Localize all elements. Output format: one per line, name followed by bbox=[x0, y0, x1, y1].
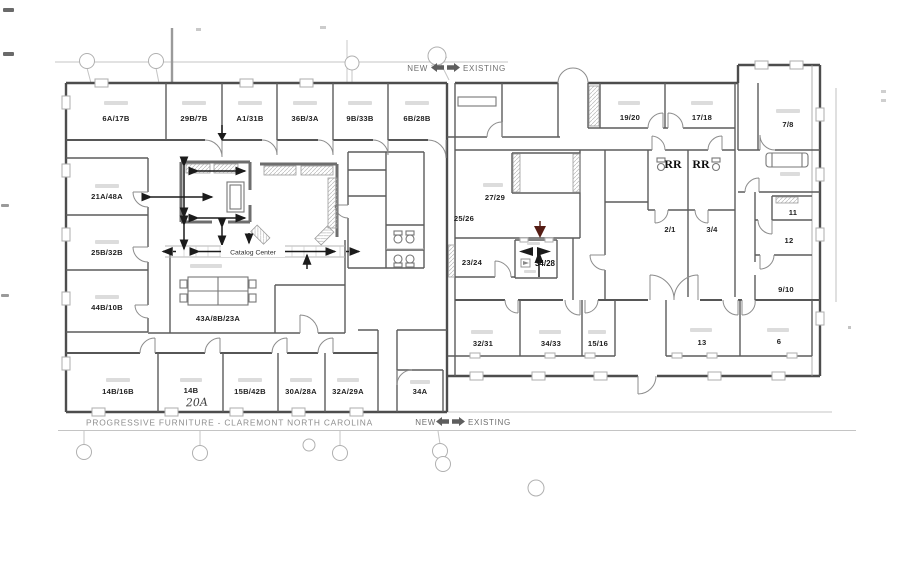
room-label-9b-33b: 9B/33B bbox=[346, 114, 374, 123]
room-label-34-33: 34/33 bbox=[541, 339, 561, 348]
room-label-9-10: 9/10 bbox=[778, 285, 794, 294]
room-label-43a-8b-23a: 43A/8B/23A bbox=[196, 314, 241, 323]
legend-bottom-existing: EXISTING bbox=[468, 418, 511, 427]
room-label-rr-2: RR bbox=[692, 157, 710, 171]
couch bbox=[765, 152, 809, 168]
room-label-27-29: 27/29 bbox=[485, 193, 505, 202]
room-label-12: 12 bbox=[785, 236, 794, 245]
location-marker bbox=[519, 221, 551, 277]
left-arrow-icon bbox=[436, 417, 449, 426]
window-ticks bbox=[61, 60, 825, 417]
room-label-23-24: 23/24 bbox=[462, 258, 483, 267]
room-label-6b-28b: 6B/28B bbox=[403, 114, 431, 123]
room-label-34a: 34A bbox=[413, 387, 428, 396]
room-label-32-31: 32/31 bbox=[473, 339, 494, 348]
conference-table bbox=[179, 276, 257, 306]
room-label-32a-29a: 32A/29A bbox=[332, 387, 364, 396]
room-label-19-20: 19/20 bbox=[620, 113, 640, 122]
door-arcs bbox=[132, 67, 776, 395]
room-label-15b-42b: 15B/42B bbox=[234, 387, 266, 396]
right-arrow-icon bbox=[452, 417, 465, 426]
legend-top-new: NEW bbox=[407, 64, 428, 73]
room-label-3-4: 3/4 bbox=[706, 225, 718, 234]
catalog-center-label: Catalog Center bbox=[230, 250, 276, 257]
red-flag-icon bbox=[534, 226, 546, 238]
legend-bottom-new: NEW bbox=[415, 418, 436, 427]
room-label-25b-32b: 25B/32B bbox=[91, 248, 123, 257]
room-labels: 6A/17B 29B/7B A1/31B 36B/3A 9B/33B 6B/28… bbox=[91, 113, 798, 410]
stamp-icon bbox=[520, 258, 531, 268]
legend-bottom: NEW EXISTING bbox=[415, 417, 511, 427]
room-label-13: 13 bbox=[698, 338, 707, 347]
existing-building-walls bbox=[447, 63, 837, 378]
grid-datum bbox=[55, 28, 856, 497]
restroom-fixtures bbox=[386, 157, 721, 268]
room-label-6: 6 bbox=[777, 337, 781, 346]
room-label-29b-7b: 29B/7B bbox=[180, 114, 208, 123]
office-shelf bbox=[457, 96, 497, 107]
display-table bbox=[226, 181, 245, 213]
scan-artifacts bbox=[1, 8, 886, 329]
room-label-15-16: 15/16 bbox=[588, 339, 608, 348]
room-label-44b-10b: 44B/10B bbox=[91, 303, 123, 312]
left-arrow-icon bbox=[431, 63, 444, 72]
entrance-arrow bbox=[217, 125, 227, 141]
faint-text-smudges bbox=[95, 101, 800, 384]
plan-title: PROGRESSIVE FURNITURE - CLAREMONT NORTH … bbox=[86, 418, 373, 428]
legend-top: NEW EXISTING bbox=[407, 63, 506, 73]
room-label-11: 11 bbox=[789, 208, 798, 217]
room-label-21a-48a: 21A/48A bbox=[91, 192, 123, 201]
room-label-17-18: 17/18 bbox=[692, 113, 712, 122]
marker-label-34-28: 34/28 bbox=[535, 259, 556, 268]
room-label-25-26: 25/26 bbox=[454, 214, 474, 223]
room-label-rr-1: RR bbox=[664, 157, 682, 171]
room-label-7-8: 7/8 bbox=[782, 120, 793, 129]
room-label-2-1: 2/1 bbox=[664, 225, 676, 234]
right-arrow-icon bbox=[447, 63, 460, 72]
legend-top-existing: EXISTING bbox=[463, 64, 506, 73]
room-label-14b: 14B bbox=[184, 386, 199, 395]
room-label-a1-31b: A1/31B bbox=[236, 114, 264, 123]
room-label-30a-28a: 30A/28A bbox=[285, 387, 317, 396]
room-label-6a-17b: 6A/17B bbox=[102, 114, 130, 123]
new-building-walls bbox=[64, 81, 449, 414]
catalog-center: Catalog Center bbox=[221, 245, 285, 257]
handwritten-room-label: 20A bbox=[185, 396, 208, 410]
room-label-14b-16b: 14B/16B bbox=[102, 387, 134, 396]
room-label-36b-3a: 36B/3A bbox=[291, 114, 319, 123]
